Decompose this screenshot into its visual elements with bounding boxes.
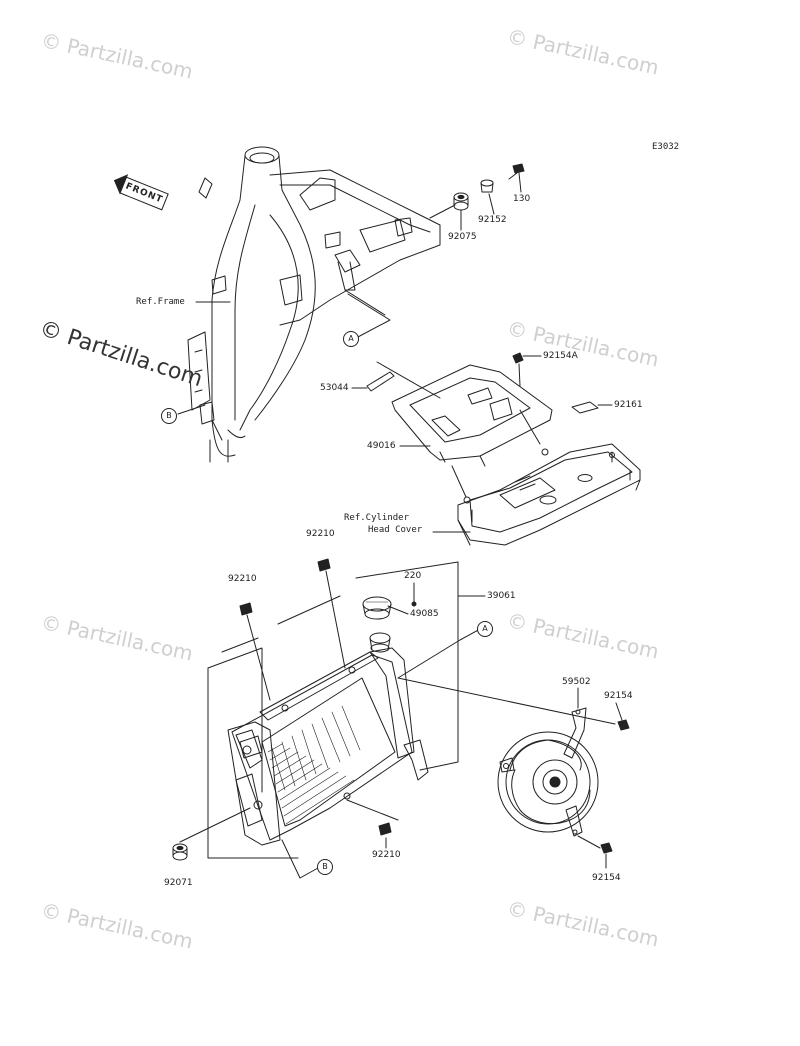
part-label-130: 130 [513, 194, 531, 204]
part-label-92210: 92210 [372, 850, 401, 860]
part-label-92152: 92152 [478, 215, 507, 225]
radiator-illustration [172, 558, 616, 879]
part-label-49085: 49085 [410, 609, 439, 619]
part-label-ref-cylinder: Ref.Cylinder [344, 513, 410, 523]
cover-illustration [351, 352, 641, 546]
diagram-code: E3032 [652, 142, 680, 152]
callout-a: A [477, 621, 493, 637]
frame-illustration [177, 146, 456, 463]
part-label-49016: 49016 [367, 441, 396, 451]
part-label-92075: 92075 [448, 232, 477, 242]
part-label-53044: 53044 [320, 383, 349, 393]
callout-a: A [343, 331, 359, 347]
callout-b: B [161, 408, 177, 424]
part-label-39061: 39061 [487, 591, 516, 601]
part-label-92210: 92210 [228, 574, 257, 584]
part-label-220: 220 [404, 571, 422, 581]
callout-b: B [317, 859, 333, 875]
fan-illustration [497, 687, 630, 869]
part-label-92154: 92154 [604, 691, 633, 701]
part-label-92210: 92210 [306, 529, 335, 539]
part-label-head-cover: Head Cover [368, 525, 423, 535]
part-label-92154a: 92154A [543, 351, 578, 361]
part-label-ref-frame: Ref.Frame [136, 297, 185, 307]
part-label-92071: 92071 [164, 878, 193, 888]
fasteners-top [453, 163, 525, 231]
part-label-92154: 92154 [592, 873, 621, 883]
part-label-92161: 92161 [614, 400, 643, 410]
part-label-59502: 59502 [562, 677, 591, 687]
